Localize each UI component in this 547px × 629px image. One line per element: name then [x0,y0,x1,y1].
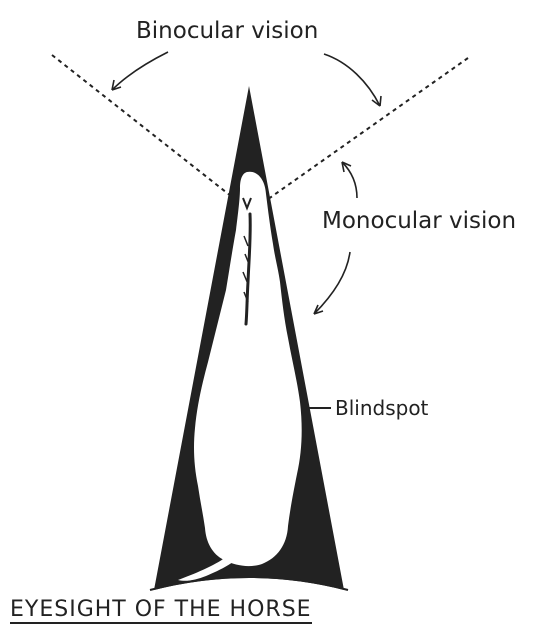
blindspot-label: Blindspot [335,398,428,418]
monocular-vision-label: Monocular vision [322,210,516,233]
right-vision-boundary-line [264,58,468,202]
binocular-arrow-right [324,54,381,106]
monocular-arrow-down [314,252,350,314]
horse-silhouette [194,172,302,566]
left-vision-boundary-line [52,55,236,200]
binocular-arrow-left [112,52,168,90]
monocular-arrow-up [342,162,357,198]
diagram-title: EYESIGHT OF THE HORSE [10,599,312,624]
binocular-vision-label: Binocular vision [136,20,318,43]
